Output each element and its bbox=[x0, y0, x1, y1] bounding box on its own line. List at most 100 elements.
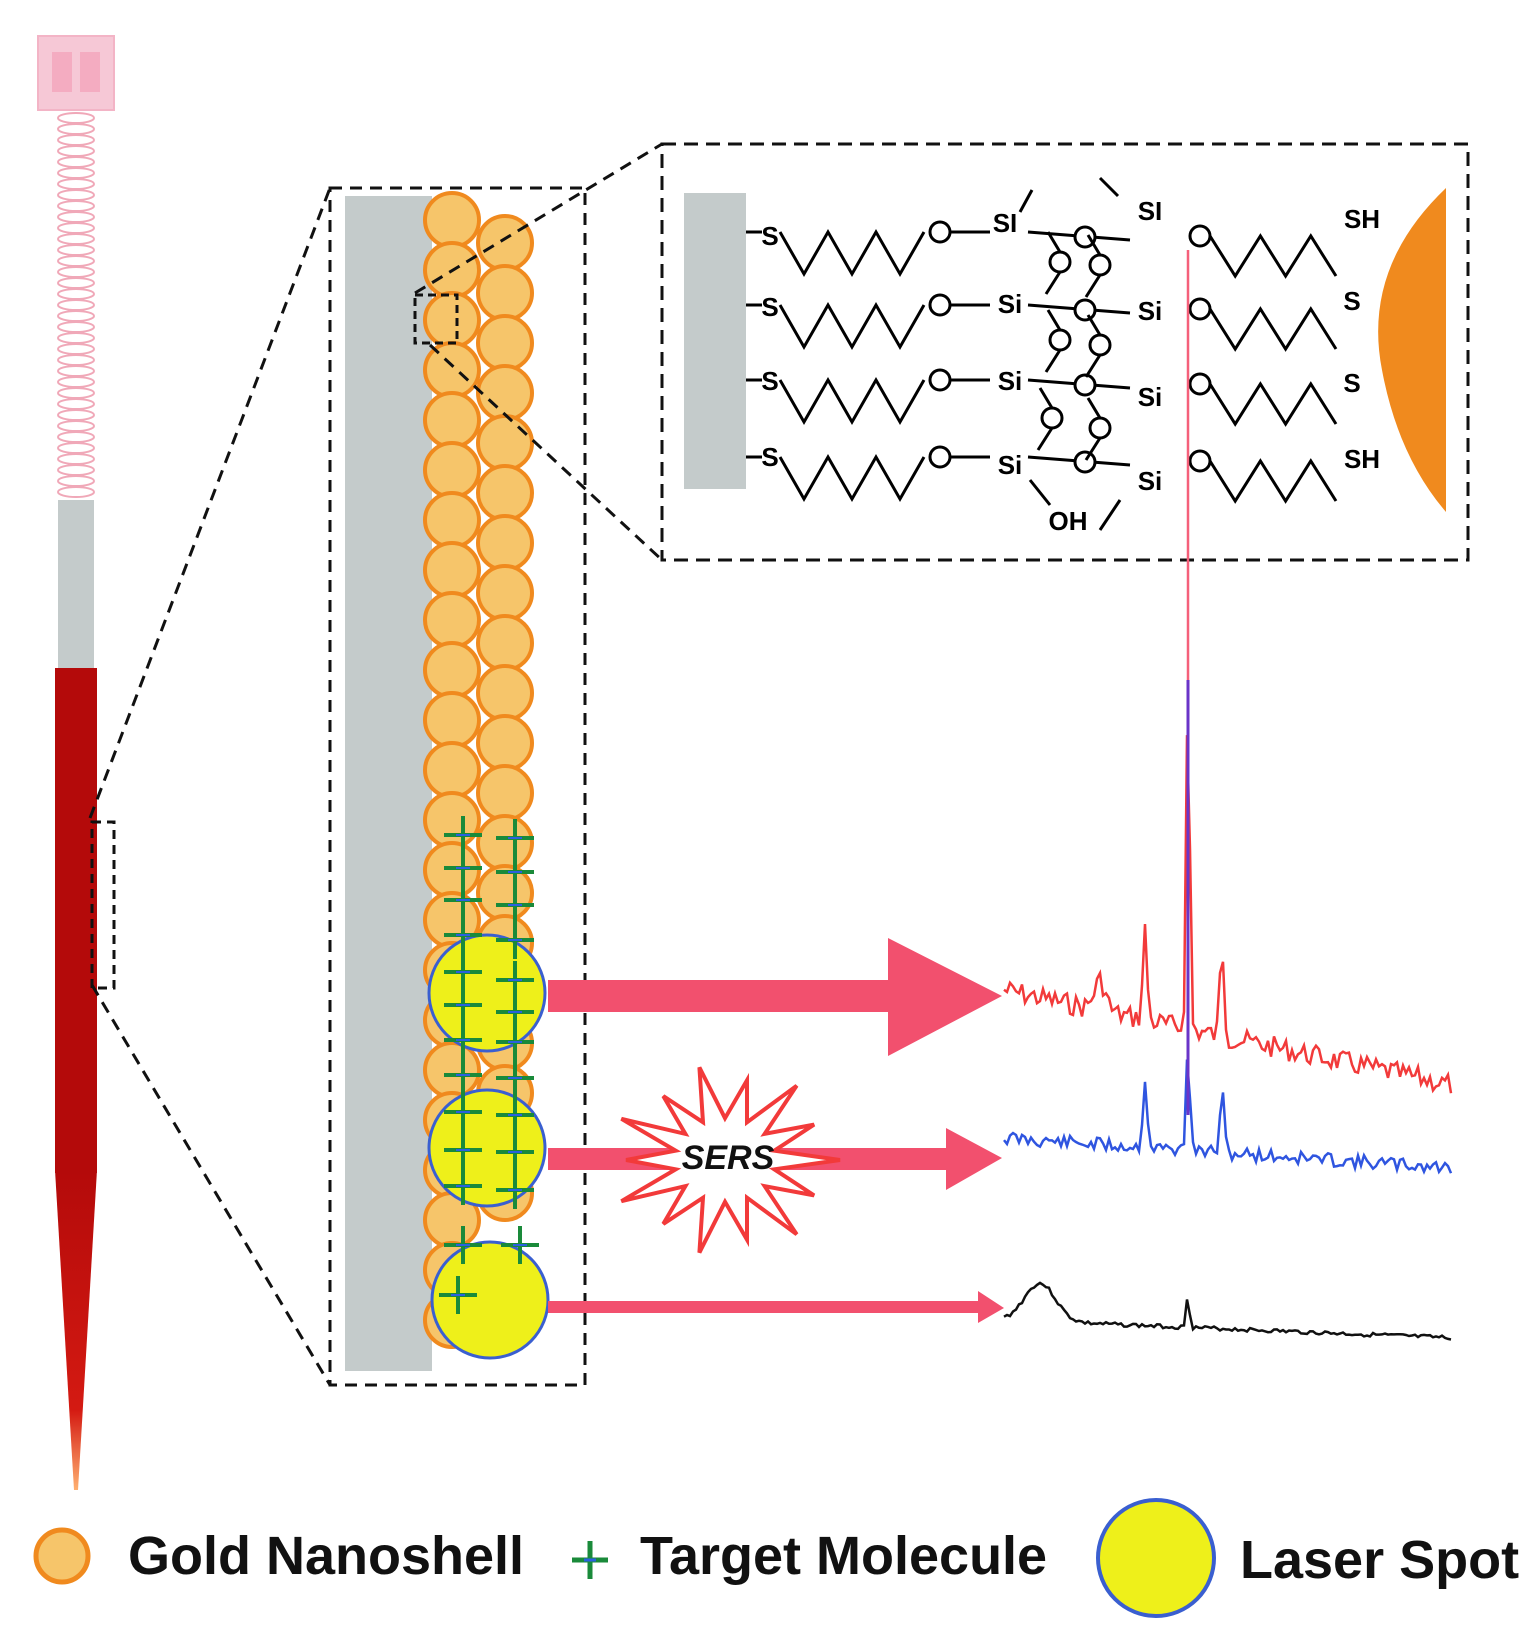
bond bbox=[1036, 427, 1054, 451]
spring-coil bbox=[57, 156, 95, 168]
target-molecule bbox=[444, 1021, 482, 1059]
oxygen-atom bbox=[1188, 297, 1212, 321]
probe-body bbox=[55, 668, 97, 1173]
bond bbox=[1046, 231, 1062, 253]
target-molecule bbox=[444, 1056, 482, 1094]
panel-frame bbox=[328, 186, 587, 1387]
spring-coil bbox=[57, 464, 95, 476]
spring-coil bbox=[57, 134, 95, 146]
starburst-icon bbox=[620, 1066, 841, 1254]
target-molecule bbox=[496, 819, 534, 857]
silicon-label: Si bbox=[998, 289, 1023, 319]
linker-chemistry-box: S SI SI SH S Si Si S S Si Si S S Si Si S… bbox=[660, 142, 1470, 562]
sulfur-label: S bbox=[761, 442, 778, 472]
gold-nanoshell bbox=[423, 541, 481, 599]
target-molecule bbox=[444, 986, 482, 1024]
bond bbox=[1038, 387, 1054, 409]
spectrum-medium bbox=[1003, 1059, 1453, 1175]
oxygen-atom bbox=[1088, 253, 1112, 277]
oxygen-atom bbox=[1073, 373, 1097, 397]
target-molecule bbox=[496, 1133, 534, 1171]
gold-nanoshell bbox=[423, 591, 481, 649]
gold-nanoshell bbox=[476, 514, 534, 572]
spectrum-weak bbox=[1003, 1281, 1452, 1341]
laser-spot bbox=[430, 1240, 550, 1360]
chem-frame bbox=[660, 142, 1470, 562]
oxygen-atom bbox=[928, 368, 952, 392]
spring-coil bbox=[57, 376, 95, 388]
target-molecule bbox=[496, 886, 534, 924]
molecular-zoom-box bbox=[413, 293, 459, 345]
target-molecule bbox=[496, 1059, 534, 1097]
spring-coil bbox=[57, 112, 95, 124]
gold-nanoshell bbox=[476, 764, 534, 822]
target-molecule bbox=[444, 1093, 482, 1131]
silicon-label: Si bbox=[1138, 382, 1163, 412]
magnified-surface-panel bbox=[328, 186, 587, 1387]
spring-coil bbox=[57, 266, 95, 278]
zoom-line-bottom bbox=[90, 984, 332, 1386]
bond bbox=[1018, 189, 1034, 213]
probe-tip bbox=[55, 1170, 97, 1490]
target-molecule bbox=[444, 881, 482, 919]
bond bbox=[1044, 349, 1062, 373]
target-molecule bbox=[444, 916, 482, 954]
gold-nanoshell bbox=[476, 564, 534, 622]
silicon-label: Si bbox=[998, 450, 1023, 480]
target-molecule bbox=[444, 1131, 482, 1169]
legend-laser-spot: Laser Spot bbox=[1240, 1530, 1519, 1590]
oxygen-atom bbox=[928, 293, 952, 317]
spring-coil bbox=[57, 420, 95, 432]
alkyl-chain bbox=[1208, 458, 1338, 504]
alkyl-chain bbox=[778, 453, 926, 503]
probe-spring bbox=[57, 112, 95, 498]
bond bbox=[1086, 234, 1102, 256]
target-molecule bbox=[444, 1167, 482, 1205]
oxygen-atom bbox=[1048, 328, 1072, 352]
bond bbox=[1084, 274, 1102, 298]
sulfur-label: S bbox=[761, 292, 778, 322]
target-molecule bbox=[444, 849, 482, 887]
oxygen-atom bbox=[1048, 250, 1072, 274]
substrate bbox=[345, 196, 432, 1371]
bond bbox=[1098, 499, 1122, 531]
spring-coil bbox=[57, 244, 95, 256]
arrow-weak bbox=[548, 1291, 1004, 1323]
gold-nanoshell bbox=[423, 1041, 481, 1099]
sers-label: SERS bbox=[682, 1139, 775, 1177]
oxygen-atom bbox=[1088, 333, 1112, 357]
spring-coil bbox=[57, 211, 95, 223]
gold-nanoshell bbox=[423, 391, 481, 449]
gold-nanoshell bbox=[476, 864, 534, 922]
target-molecule bbox=[496, 1023, 534, 1061]
oxygen-atom bbox=[1073, 298, 1097, 322]
gold-nanoshell bbox=[423, 441, 481, 499]
gold-nanoshell bbox=[476, 814, 534, 872]
zoom-line-chem-top bbox=[414, 142, 663, 295]
thiol-label: SH bbox=[1344, 444, 1380, 474]
zoom-line-chem-bottom bbox=[428, 343, 664, 562]
hydroxyl-label: OH bbox=[1049, 506, 1088, 536]
target-molecule bbox=[444, 1226, 482, 1264]
sulfur-label: S bbox=[761, 221, 778, 251]
probe-shaft bbox=[58, 500, 94, 670]
gold-nanoshell bbox=[423, 741, 481, 799]
spring-coil bbox=[57, 475, 95, 487]
bond bbox=[1098, 176, 1120, 198]
linker-bonds bbox=[746, 176, 1338, 531]
alkyl-chain bbox=[1208, 381, 1338, 427]
sulfur-label: S bbox=[1343, 286, 1360, 316]
alkyl-chain bbox=[1208, 306, 1338, 352]
alkyl-chain bbox=[778, 301, 926, 351]
spring-coil bbox=[57, 277, 95, 289]
spring-coil bbox=[57, 442, 95, 454]
target-molecule bbox=[444, 953, 482, 991]
bond bbox=[1046, 309, 1062, 331]
gold-nanoshell bbox=[423, 691, 481, 749]
laser-spot-circle-icon bbox=[1096, 1498, 1216, 1618]
sers-burst: SERS bbox=[620, 1066, 841, 1254]
gold-surface bbox=[1378, 188, 1446, 512]
gold-nanoshell bbox=[476, 664, 534, 722]
target-molecule bbox=[496, 1171, 534, 1209]
